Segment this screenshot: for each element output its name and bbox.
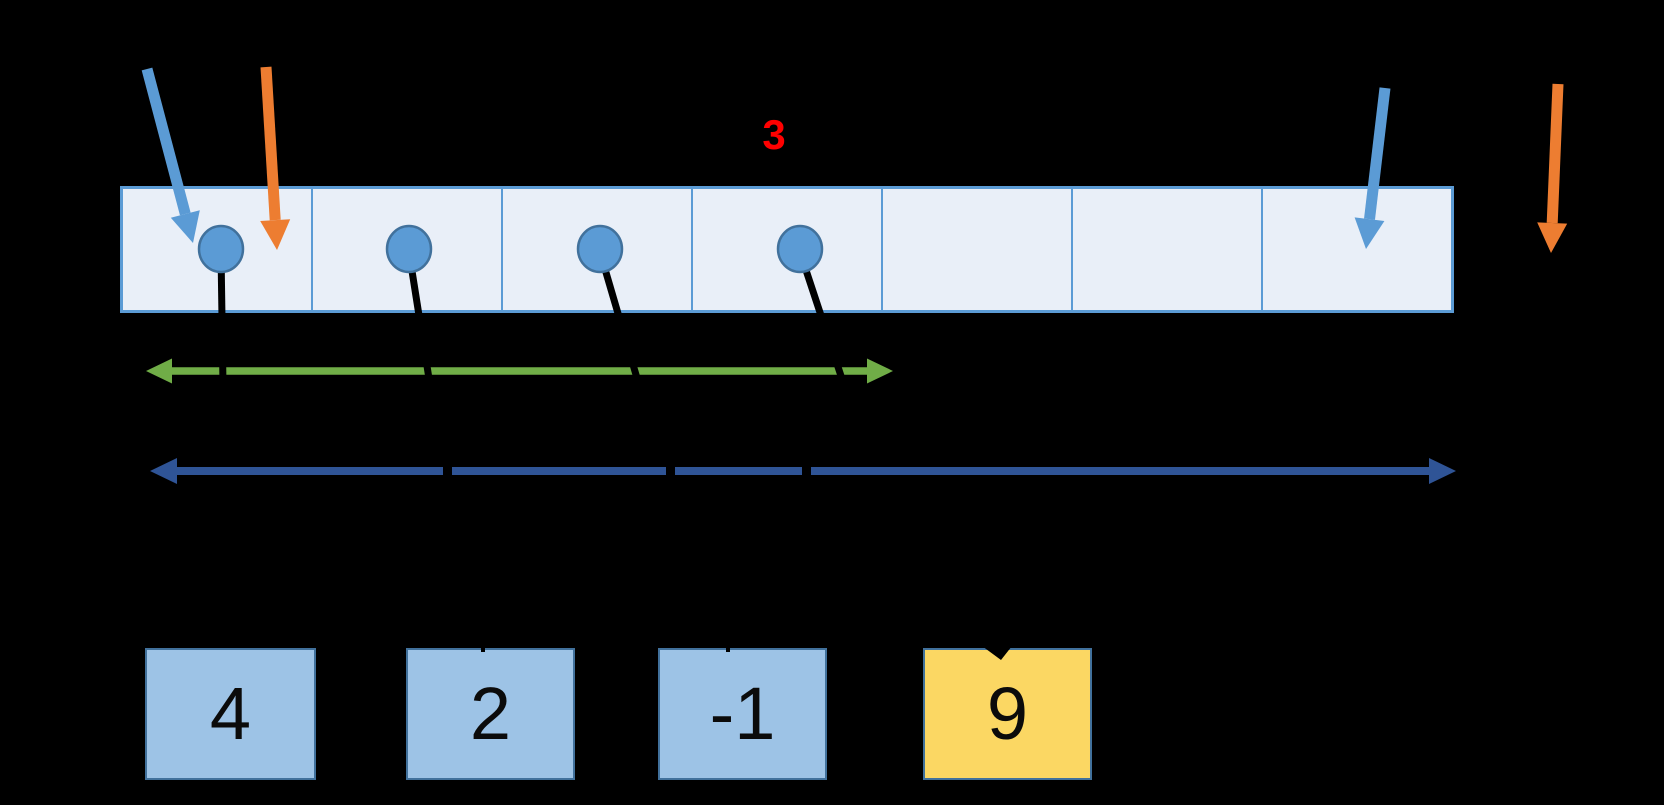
value-box-4: 9 <box>923 648 1092 780</box>
green-span-arrow <box>146 358 893 384</box>
array-cell-2 <box>313 189 503 310</box>
navy-arrow-nick <box>666 461 675 481</box>
navy-arrowhead-left <box>150 458 177 484</box>
array-cell-6 <box>1073 189 1263 310</box>
value-box-2-label: 2 <box>469 672 512 755</box>
array-cell-4 <box>693 189 883 310</box>
array-cell-3 <box>503 189 693 310</box>
navy-span-arrow <box>150 458 1456 484</box>
navy-arrow-nick <box>802 461 811 481</box>
green-arrowhead-left <box>146 358 172 384</box>
value-box-3: -1 <box>658 648 827 780</box>
array-cell-1 <box>123 189 313 310</box>
array-cell-5 <box>883 189 1073 310</box>
count-label: 3 <box>762 111 786 158</box>
green-arrowhead-right <box>867 358 893 384</box>
value-box-1-label: 4 <box>209 672 252 755</box>
memory-array <box>120 186 1454 313</box>
value-box-3-label: -1 <box>709 672 776 755</box>
value-box-4-label: 9 <box>986 672 1029 755</box>
value-box-1: 4 <box>145 648 316 780</box>
array-cell-7 <box>1263 189 1451 310</box>
orange-pointer-arrow-right <box>1537 83 1568 253</box>
navy-arrowhead-right <box>1429 458 1456 484</box>
navy-arrow-nick <box>443 461 452 481</box>
value-box-2: 2 <box>406 648 575 780</box>
